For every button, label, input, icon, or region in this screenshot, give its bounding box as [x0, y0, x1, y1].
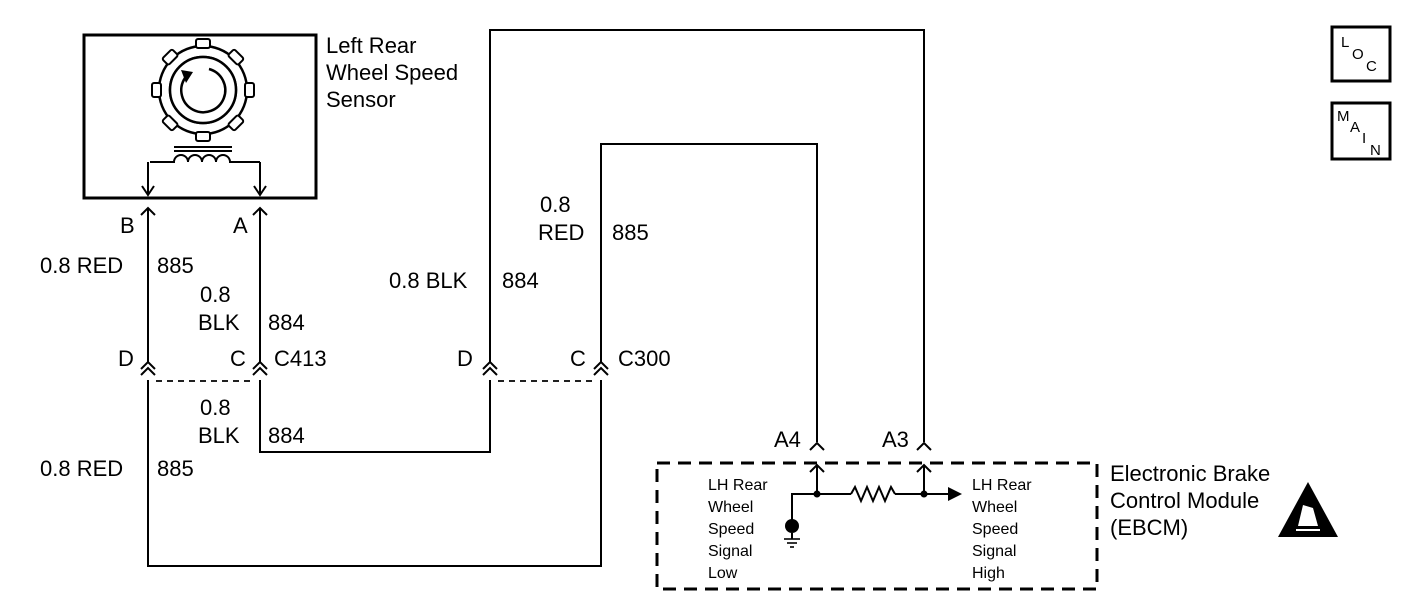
wire-label-red-upper: 0.8 RED [40, 253, 123, 278]
connector-c413: D C C413 [118, 346, 327, 382]
ebcm-name-line-1: Electronic Brake [1110, 461, 1270, 486]
wire-color-blk-upper: BLK [198, 310, 240, 335]
ebcm-name-line-3: (EBCM) [1110, 515, 1188, 540]
wire-color-blk-lower: BLK [198, 423, 240, 448]
wire-circuit-884-lower: 884 [268, 423, 305, 448]
low-signal-line-4: Signal [708, 543, 752, 560]
wire-circuit-884-upper: 884 [268, 310, 305, 335]
low-signal-line-3: Speed [708, 521, 754, 538]
sensor-pin-a: A [233, 213, 248, 238]
wheel-speed-sensor: Left Rear Wheel Speed Sensor [82, 33, 458, 200]
wires [147, 29, 925, 567]
c413-pin-c: C [230, 346, 246, 371]
c413-pin-d: D [118, 346, 134, 371]
ebcm-box [655, 461, 1099, 591]
low-signal-line-5: Low [708, 565, 738, 582]
c300-pin-d: D [457, 346, 473, 371]
c413-name: C413 [274, 346, 327, 371]
high-signal-line-3: Speed [972, 521, 1018, 538]
low-signal-line-2: Wheel [708, 499, 753, 516]
high-signal-line-5: High [972, 565, 1005, 582]
sensor-pin-b: B [120, 213, 135, 238]
esd-warning-icon [1278, 482, 1338, 537]
wire-gauge-red-right: 0.8 [540, 192, 571, 217]
connector-c300: D C C300 [457, 346, 671, 382]
high-signal-line-1: LH Rear [972, 477, 1032, 494]
c300-name: C300 [618, 346, 671, 371]
main-icon-letter-1: M [1337, 108, 1350, 125]
sensor-coil-icon [141, 146, 267, 197]
high-signal-line-2: Wheel [972, 499, 1017, 516]
sensor-box [82, 33, 318, 200]
main-icon-letter-2: A [1350, 119, 1360, 136]
ebcm-pin-a4: A4 [774, 427, 801, 452]
wire-label-red-lower: 0.8 RED [40, 456, 123, 481]
wire-labels: 0.8 RED 885 0.8 BLK 884 0.8 BLK 884 0.8 … [40, 192, 649, 481]
sensor-connector: B A [120, 206, 268, 238]
ebcm-module: A4 A3 LH Rear Wheel Speed Signal Low LH … [655, 427, 1338, 591]
c300-pin-c: C [570, 346, 586, 371]
wire-gauge-blk-upper: 0.8 [200, 282, 231, 307]
wire-circuit-885-right: 885 [612, 220, 649, 245]
wire-label-blk-right: 0.8 BLK [389, 268, 468, 293]
main-icon-letter-3: I [1362, 130, 1366, 147]
sensor-name-line-1: Left Rear [326, 33, 417, 58]
ebcm-pin-a3: A3 [882, 427, 909, 452]
loc-icon-letter-2: O [1352, 46, 1364, 63]
tone-ring-icon [151, 38, 255, 142]
wire-circuit-885-upper: 885 [157, 253, 194, 278]
loc-icon-letter-1: L [1341, 34, 1349, 51]
wire-gauge-blk-lower: 0.8 [200, 395, 231, 420]
sensor-name-line-3: Sensor [326, 87, 396, 112]
wire-circuit-885-lower: 885 [157, 456, 194, 481]
high-signal-line-4: Signal [972, 543, 1016, 560]
sensor-name-line-2: Wheel Speed [326, 60, 458, 85]
ground-icon [784, 519, 800, 548]
low-signal-line-1: LH Rear [708, 477, 768, 494]
main-icon[interactable]: M A I N [1330, 101, 1392, 161]
ebcm-name-line-2: Control Module [1110, 488, 1259, 513]
wire-color-red-right: RED [538, 220, 584, 245]
main-icon-letter-4: N [1370, 142, 1381, 159]
wire-circuit-884-right: 884 [502, 268, 539, 293]
loc-icon[interactable]: L O C [1330, 25, 1392, 83]
loc-icon-letter-3: C [1366, 58, 1377, 75]
